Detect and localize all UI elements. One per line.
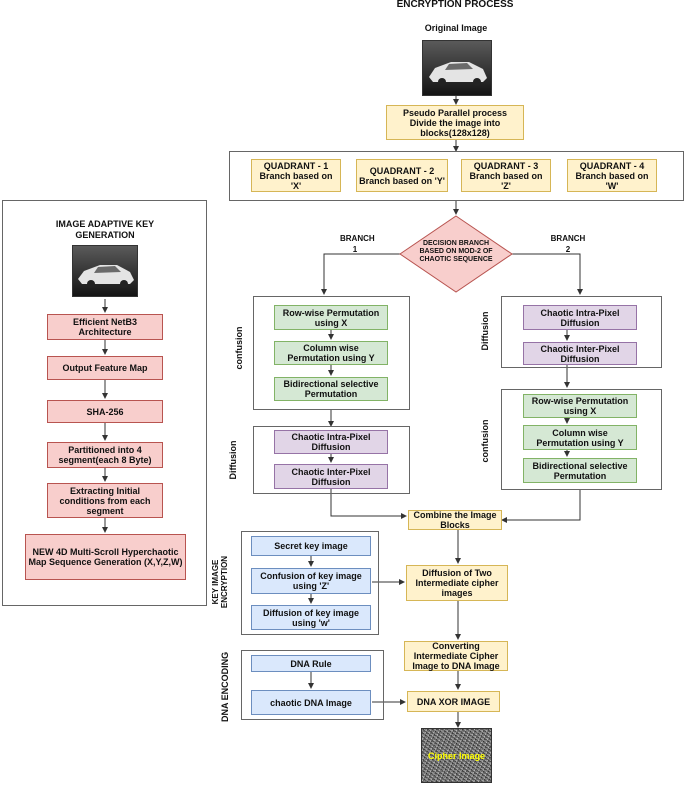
left-bidirectional-permutation: Bidirectional selective Permutation — [274, 377, 388, 401]
cipher-image — [421, 728, 492, 783]
right-inter-pixel-diffusion: Chaotic Inter-Pixel Diffusion — [523, 342, 637, 365]
diffusion-two-box: Diffusion of Two Intermediate cipher ima… — [406, 565, 508, 601]
dna-xor-box: DNA XOR IMAGE — [407, 691, 500, 712]
quadrant-frame — [229, 151, 684, 201]
original-car-image — [422, 40, 492, 96]
right-confusion-frame — [501, 389, 662, 490]
dna-rule-box: DNA Rule — [251, 655, 371, 672]
key-step-feature-map: Output Feature Map — [47, 356, 163, 380]
left-row-permutation: Row-wise Permutation using X — [274, 305, 388, 330]
key-step-netb3: Efficient NetB3 Architecture — [47, 314, 163, 340]
right-diffusion-label: Diffusion — [480, 311, 490, 351]
key-gen-car-image — [72, 245, 138, 297]
cipher-image-label: Cipher Image — [427, 751, 485, 761]
quadrant-3-box: QUADRANT - 3 Branch based on 'Z' — [461, 159, 551, 192]
right-row-permutation: Row-wise Permutation using X — [523, 394, 637, 418]
branch-2-label: BRANCH 2 — [550, 234, 586, 254]
branch-1-label: BRANCH 1 — [340, 234, 375, 254]
left-diffusion-frame — [253, 426, 410, 494]
confusion-key-image: Confusion of key image using 'Z' — [251, 568, 371, 594]
decision-diamond — [399, 215, 513, 293]
left-column-permutation: Column wise Permutation using Y — [274, 341, 388, 365]
pseudo-parallel-box: Pseudo Parallel process Divide the image… — [386, 105, 524, 140]
key-generation-title: IMAGE ADAPTIVE KEY GENERATION — [55, 219, 155, 240]
left-confusion-label: confusion — [234, 326, 244, 370]
key-image-encryption-label: KEY IMAGE ENCRYPTION — [211, 555, 229, 609]
key-generation-frame — [2, 200, 207, 606]
key-image-encryption-frame — [241, 531, 379, 635]
original-image-label: Original Image — [424, 23, 488, 33]
combine-blocks-box: Combine the Image Blocks — [408, 510, 502, 530]
right-bidirectional-permutation: Bidirectional selective Permutation — [523, 458, 637, 483]
key-step-partition: Partitioned into 4 segment(each 8 Byte) — [47, 442, 163, 468]
page-title: ENCRYPTION PROCESS — [396, 0, 514, 10]
left-diffusion-label: Diffusion — [228, 440, 238, 480]
dna-encoding-frame — [241, 650, 384, 720]
converting-dna-box: Converting Intermediate Cipher Image to … — [404, 641, 508, 671]
right-intra-pixel-diffusion: Chaotic Intra-Pixel Diffusion — [523, 305, 637, 330]
key-step-sha256: SHA-256 — [47, 400, 163, 423]
diffusion-key-image: Diffusion of key image using 'w' — [251, 605, 371, 630]
quadrant-2-box: QUADRANT - 2 Branch based on 'Y' — [356, 159, 448, 192]
dna-encoding-label: DNA ENCODING — [220, 651, 230, 722]
right-diffusion-frame — [501, 296, 662, 368]
decision-text: DECISION BRANCH BASED ON MOD-2 OF CHAOTI… — [419, 240, 493, 263]
chaotic-dna-image-box: chaotic DNA Image — [251, 690, 371, 715]
quadrant-4-box: QUADRANT - 4 Branch based on 'W' — [567, 159, 657, 192]
left-confusion-frame — [253, 296, 410, 410]
left-intra-pixel-diffusion: Chaotic Intra-Pixel Diffusion — [274, 430, 388, 454]
right-column-permutation: Column wise Permutation using Y — [523, 425, 637, 450]
right-confusion-label: confusion — [480, 419, 490, 463]
key-step-initial-conditions: Extracting Initial conditions from each … — [47, 483, 163, 518]
secret-key-image: Secret key image — [251, 536, 371, 556]
left-inter-pixel-diffusion: Chaotic Inter-Pixel Diffusion — [274, 464, 388, 489]
quadrant-1-box: QUADRANT - 1 Branch based on 'X' — [251, 159, 341, 192]
key-step-hyperchaotic-map: NEW 4D Multi-Scroll Hyperchaotic Map Seq… — [25, 534, 186, 580]
